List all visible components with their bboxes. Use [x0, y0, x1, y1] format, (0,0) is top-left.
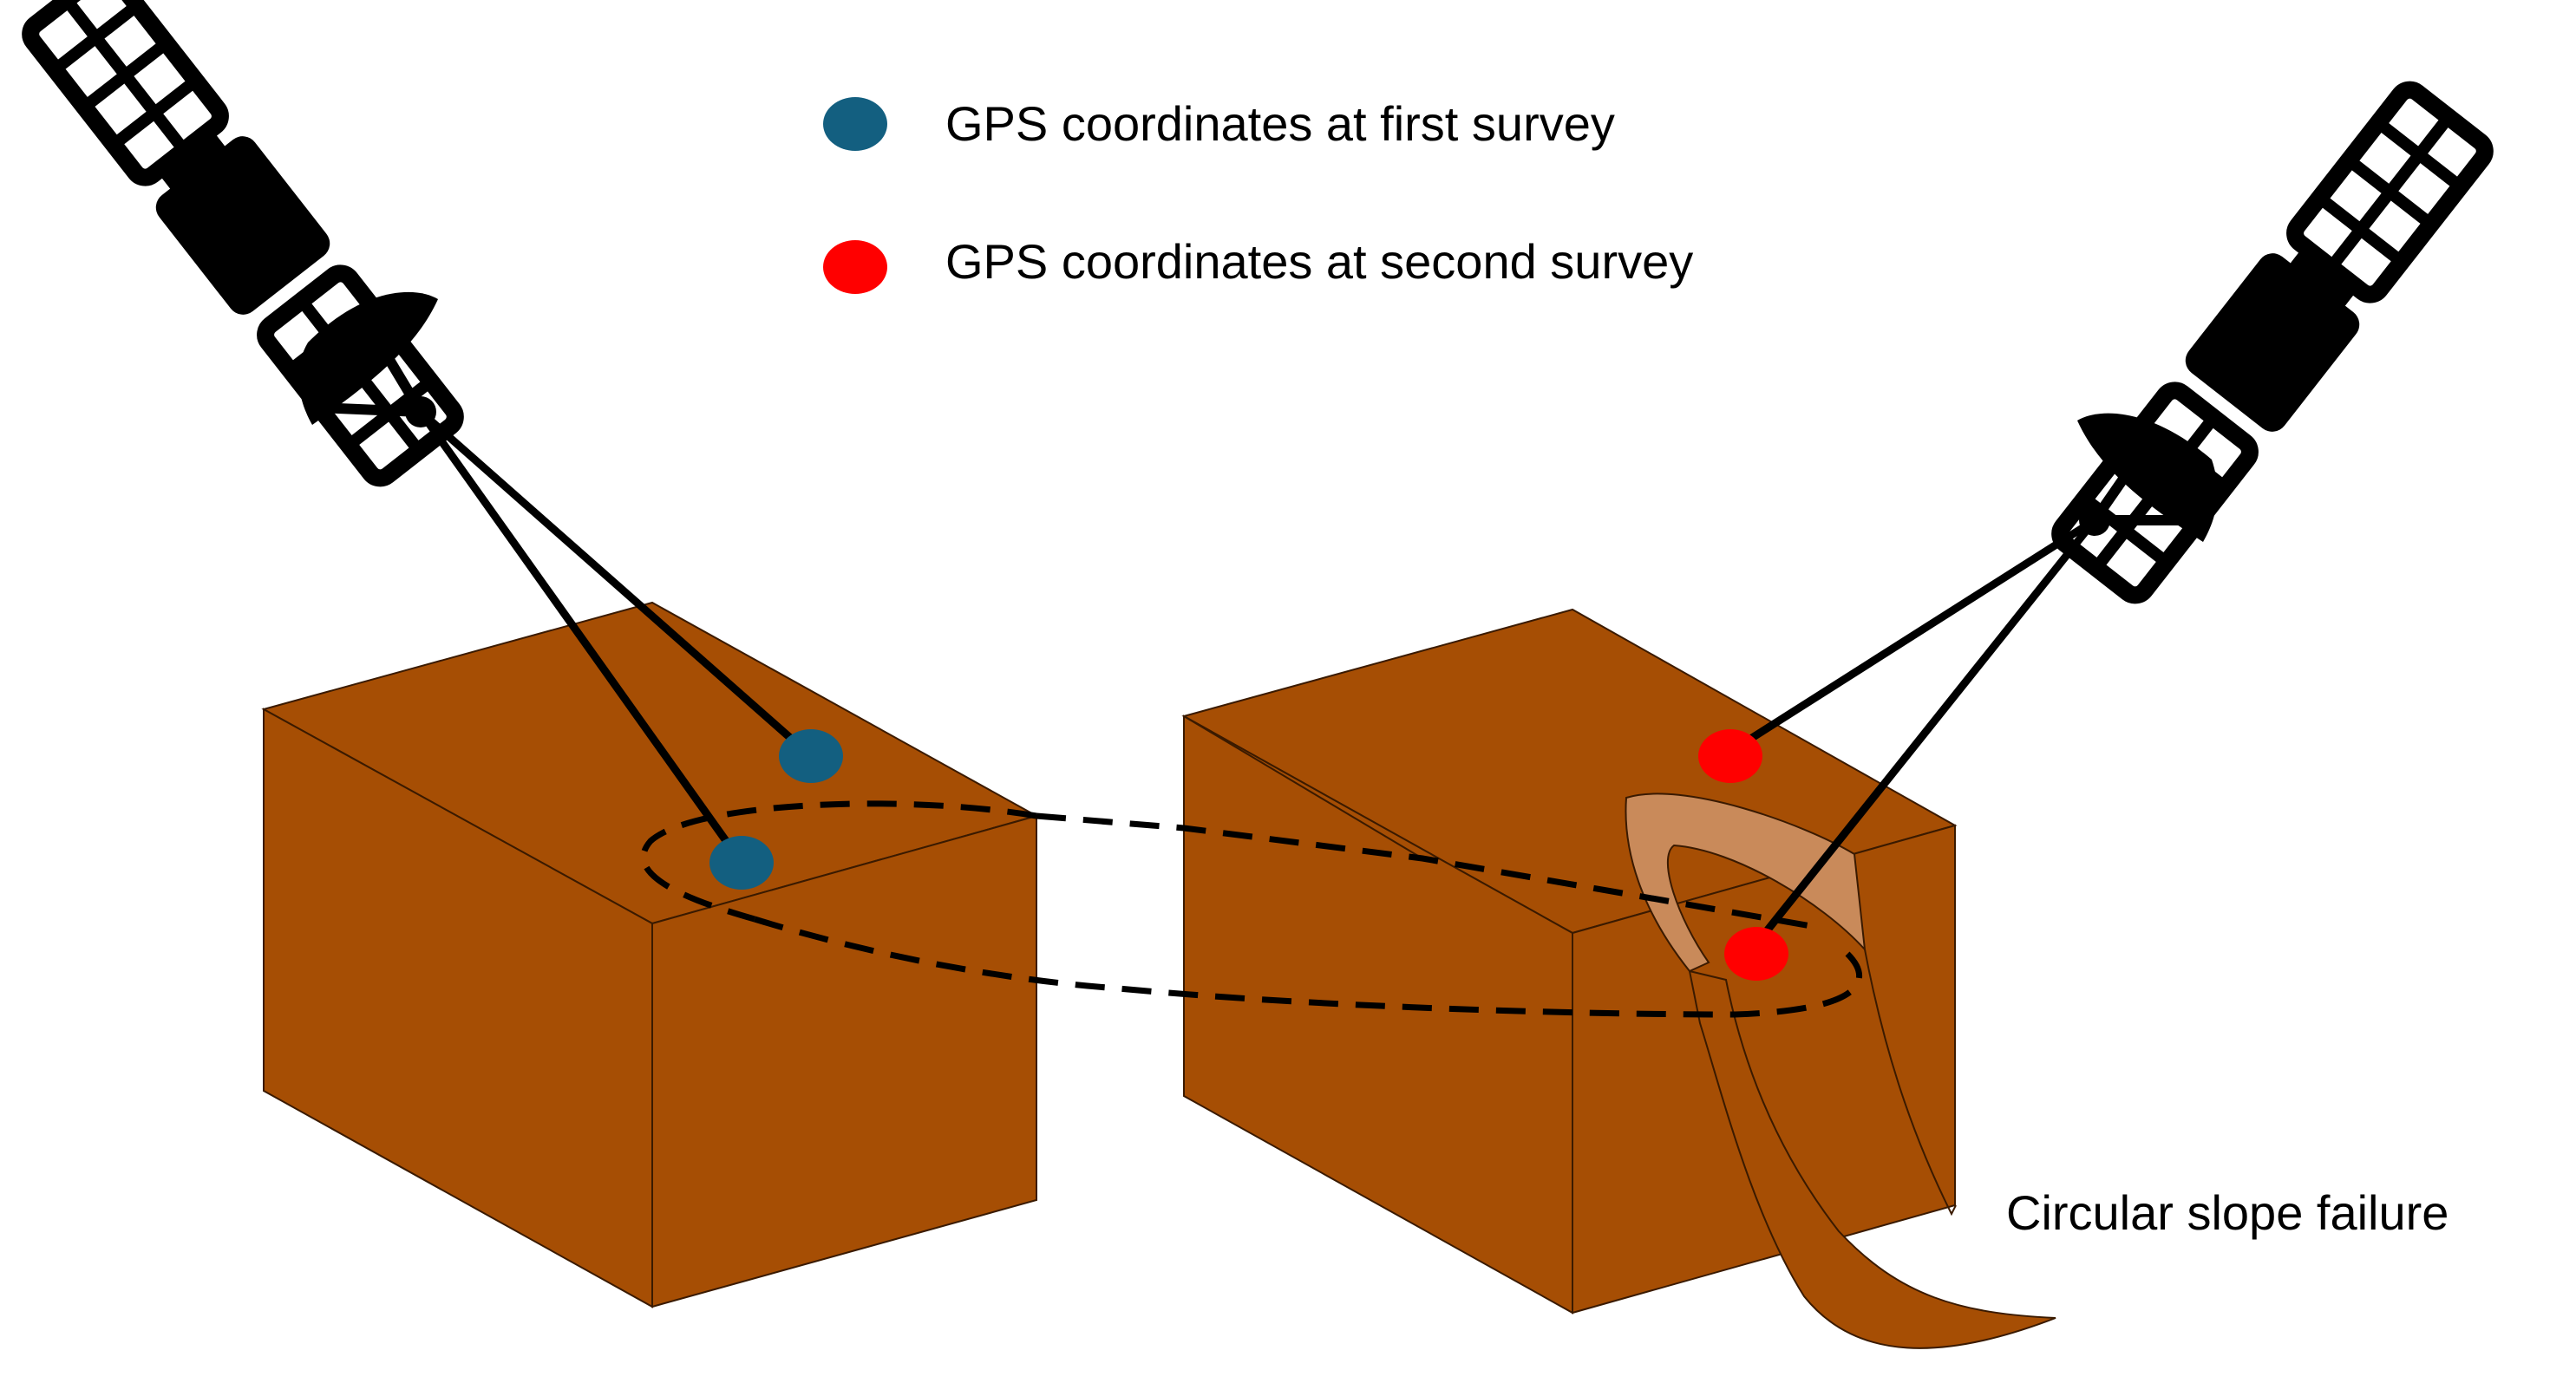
legend: GPS coordinates at first survey GPS coor… — [823, 96, 1693, 294]
ground-block-first-survey — [261, 601, 1039, 1308]
failure-crack-line — [1183, 715, 1423, 859]
slope-failure-debris — [1688, 969, 2056, 1349]
gps-point-first-survey — [779, 729, 843, 783]
solar-panel-upper — [22, 0, 229, 186]
gps-signal-lines-right — [1723, 517, 2098, 952]
slope-failure-label: Circular slope failure — [2006, 1185, 2449, 1240]
legend-first-survey-label: GPS coordinates at first survey — [945, 96, 1615, 151]
displacement-connector-top — [1036, 812, 1822, 931]
gps-point-first-survey — [709, 836, 774, 890]
satellite-dish — [2077, 413, 2218, 542]
legend-second-survey-label: GPS coordinates at second survey — [945, 234, 1693, 289]
ground-block-second-survey — [1181, 608, 2056, 1349]
legend-second-survey-marker — [823, 240, 887, 294]
satellite-icon — [22, 0, 464, 487]
slope-failure-scar — [1625, 793, 1867, 973]
block-right-face — [651, 814, 1037, 1308]
gps-signal-lines-left — [417, 408, 814, 865]
satellite-icon — [2051, 81, 2494, 604]
gps-point-second-survey — [1724, 927, 1788, 981]
gps-points-second-survey — [1698, 729, 1788, 981]
solar-panel-upper — [2286, 81, 2494, 303]
gps-point-second-survey — [1698, 729, 1762, 783]
satellite-dish — [298, 291, 438, 425]
slope-failure-debris-edge — [1864, 949, 1957, 1217]
legend-first-survey-marker — [823, 97, 887, 151]
gps-points-first-survey — [709, 729, 843, 890]
displacement-outline — [640, 800, 1862, 1018]
displacement-connector-bottom — [753, 916, 1862, 1018]
displacement-ellipse-first — [640, 800, 1037, 923]
